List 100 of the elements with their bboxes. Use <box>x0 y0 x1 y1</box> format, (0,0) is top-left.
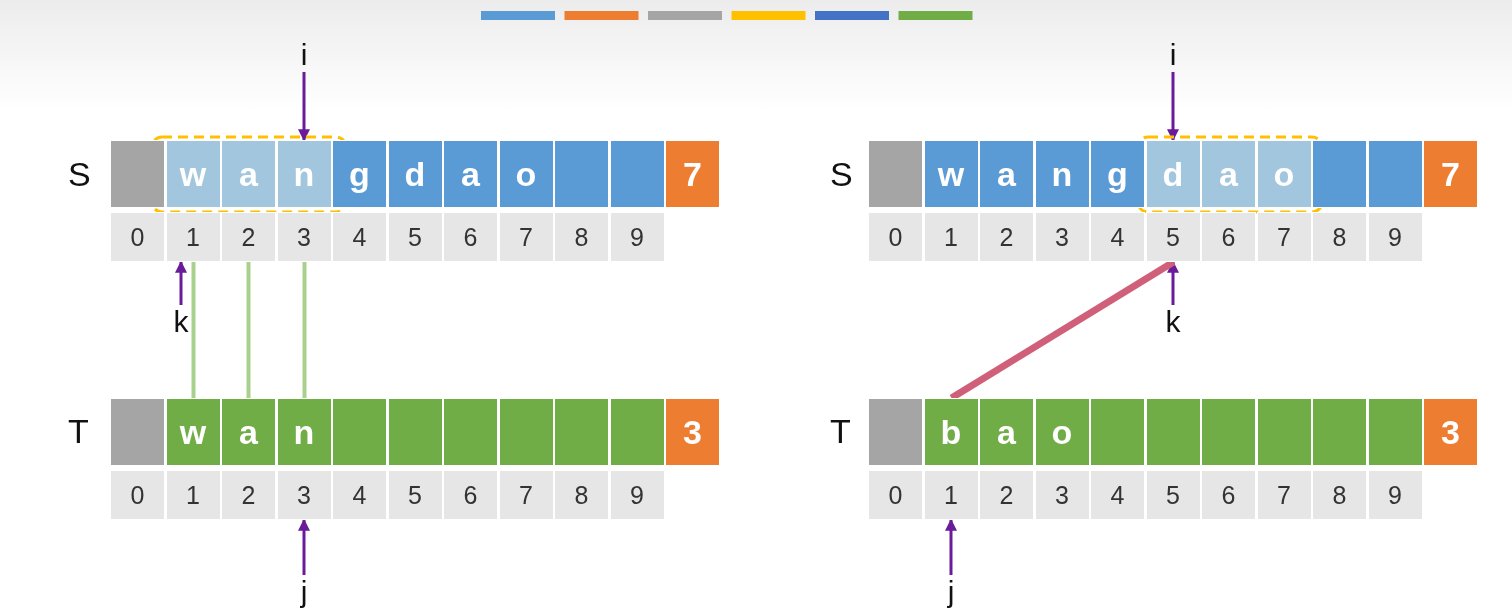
index-cell: 8 <box>554 212 609 262</box>
pointer-arrow <box>1167 72 1179 142</box>
pointer-label: j <box>292 575 316 609</box>
array-cell: o <box>1034 398 1090 466</box>
index-cell: 9 <box>1367 212 1423 262</box>
index-cell: 3 <box>1034 212 1090 262</box>
array-cell <box>110 398 165 466</box>
length-cell: 3 <box>665 398 720 466</box>
index-cell: 1 <box>165 212 221 262</box>
array-cell: n <box>1034 140 1090 208</box>
index-cell: 4 <box>1090 212 1145 262</box>
pointer-label: i <box>292 38 316 72</box>
array-cell: a <box>221 140 276 208</box>
array-cell: w <box>165 398 221 466</box>
array-cell: a <box>979 398 1034 466</box>
index-cell: 8 <box>1312 212 1367 262</box>
index-cell: 7 <box>498 470 554 520</box>
row-label: T <box>830 412 851 451</box>
pointer-label: k <box>169 305 193 339</box>
array-cell: g <box>332 140 387 208</box>
index-cell: 2 <box>221 212 276 262</box>
pointer-label: j <box>939 575 963 609</box>
array-cell <box>387 398 443 466</box>
index-cell: 9 <box>609 212 665 262</box>
array-cell <box>554 140 609 208</box>
array-cell: g <box>1090 140 1145 208</box>
index-cell: 1 <box>923 212 979 262</box>
array-cell <box>1367 398 1423 466</box>
index-cell: 0 <box>110 212 165 262</box>
length-cell: 7 <box>665 140 720 208</box>
array-cell <box>110 140 165 208</box>
array-cell: o <box>1256 140 1312 208</box>
index-cell: 3 <box>276 212 332 262</box>
index-cell: 8 <box>1312 470 1367 520</box>
index-cell: 0 <box>868 212 923 262</box>
pointer-arrow <box>298 72 310 142</box>
array-cell <box>609 140 665 208</box>
array-cell <box>609 398 665 466</box>
array-cell <box>1256 398 1312 466</box>
index-cell: 3 <box>276 470 332 520</box>
index-cell: 5 <box>1145 212 1201 262</box>
pointer-arrow <box>1167 260 1179 305</box>
index-cell: 8 <box>554 470 609 520</box>
array-cell <box>1090 398 1145 466</box>
array-cell <box>332 398 387 466</box>
index-cell: 9 <box>1367 470 1423 520</box>
row-label: T <box>68 412 89 451</box>
pointer-arrow <box>945 518 957 575</box>
array-cell: w <box>923 140 979 208</box>
row-label: S <box>68 155 91 194</box>
index-cell: 6 <box>1201 212 1256 262</box>
pointer-arrow <box>175 260 187 305</box>
array-cell: d <box>387 140 443 208</box>
index-cell: 5 <box>1145 470 1201 520</box>
array-cell <box>1145 398 1201 466</box>
array-cell: n <box>276 140 332 208</box>
index-cell: 7 <box>498 212 554 262</box>
index-cell: 5 <box>387 470 443 520</box>
pointer-label: i <box>1161 38 1185 72</box>
index-cell: 5 <box>387 212 443 262</box>
index-cell: 6 <box>1201 470 1256 520</box>
array-cell <box>498 398 554 466</box>
pointer-label: k <box>1161 305 1185 339</box>
index-cell: 1 <box>923 470 979 520</box>
index-cell: 0 <box>868 470 923 520</box>
index-cell: 4 <box>1090 470 1145 520</box>
array-cell <box>868 140 923 208</box>
index-cell: 4 <box>332 212 387 262</box>
index-cell: 2 <box>979 470 1034 520</box>
length-cell: 3 <box>1423 398 1478 466</box>
array-cell: n <box>276 398 332 466</box>
index-cell: 6 <box>443 212 498 262</box>
index-cell: 2 <box>979 212 1034 262</box>
array-cell <box>868 398 923 466</box>
connector-line <box>949 259 1176 401</box>
index-cell: 0 <box>110 470 165 520</box>
connector-line <box>191 262 196 398</box>
array-cell <box>1367 140 1423 208</box>
index-cell: 9 <box>609 470 665 520</box>
array-cell: b <box>923 398 979 466</box>
index-cell: 3 <box>1034 470 1090 520</box>
index-cell: 2 <box>221 470 276 520</box>
array-cell <box>1312 398 1367 466</box>
array-cell <box>1312 140 1367 208</box>
array-cell: a <box>979 140 1034 208</box>
index-cell: 7 <box>1256 212 1312 262</box>
array-cell <box>1201 398 1256 466</box>
array-cell: a <box>221 398 276 466</box>
array-cell: a <box>443 140 498 208</box>
array-cell: a <box>1201 140 1256 208</box>
array-cell <box>554 398 609 466</box>
array-cell <box>443 398 498 466</box>
index-cell: 1 <box>165 470 221 520</box>
connector-line <box>302 262 307 398</box>
length-cell: 7 <box>1423 140 1478 208</box>
row-label: S <box>830 155 853 194</box>
index-cell: 4 <box>332 470 387 520</box>
index-cell: 7 <box>1256 470 1312 520</box>
array-cell: d <box>1145 140 1201 208</box>
pointer-arrow <box>298 518 310 575</box>
